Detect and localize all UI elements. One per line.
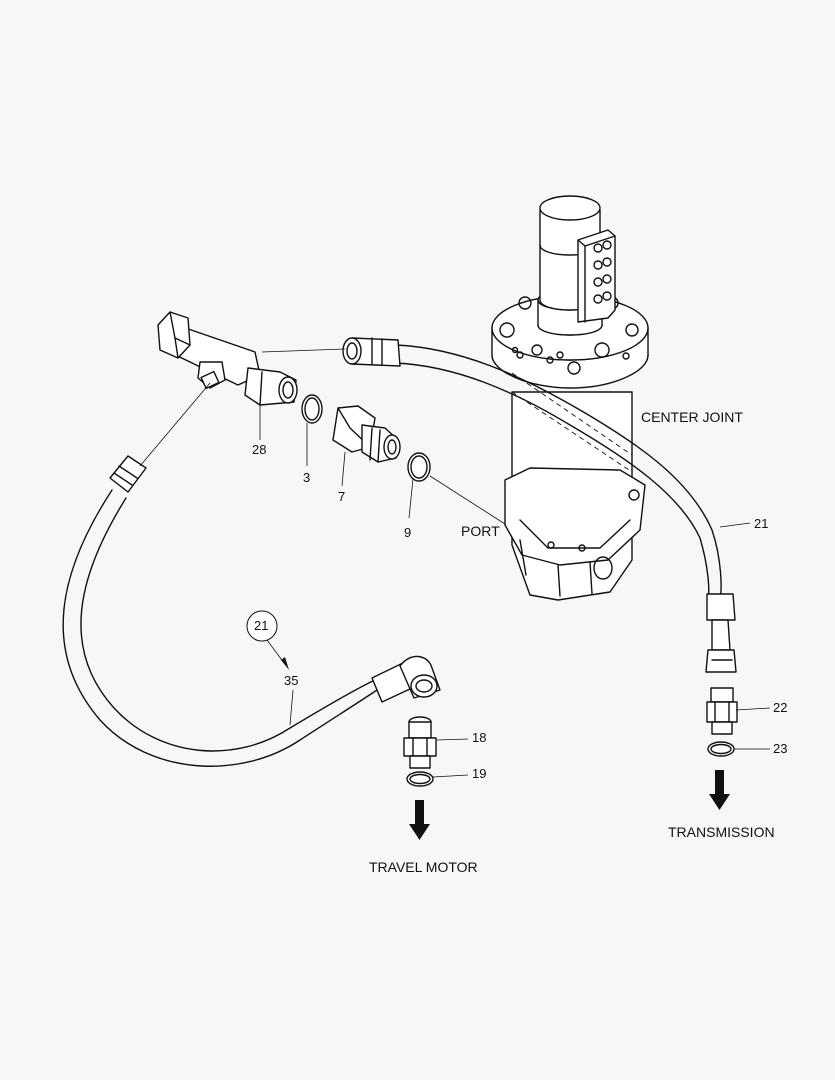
callout-28: 28 [252,442,267,457]
transmission-label: TRANSMISSION [668,824,775,840]
callout-22: 22 [773,700,788,715]
callout-9: 9 [404,525,412,540]
reference-circle-21 [246,610,278,642]
port-label: PORT [461,523,500,539]
callout-7: 7 [338,489,346,504]
callout-3: 3 [303,470,311,485]
hose-21 [342,337,737,673]
callout-21-circled: 21 [254,618,269,633]
adapter-7 [332,405,401,463]
center-joint-label: CENTER JOINT [641,409,743,425]
callout-19: 19 [472,766,487,781]
callout-21-right: 21 [754,516,769,531]
hose-35 [62,455,441,767]
transmission-arrow [709,770,730,810]
callout-35: 35 [284,673,299,688]
tee-fitting-28 [157,311,298,406]
callout-23: 23 [773,741,788,756]
fitting-22 [706,687,738,735]
fitting-18 [403,716,437,769]
callout-18: 18 [472,730,487,745]
travel-motor-label: TRAVEL MOTOR [369,859,478,875]
leader-lines [139,348,771,778]
travel-motor-arrow [409,800,430,840]
center-joint [491,195,649,601]
